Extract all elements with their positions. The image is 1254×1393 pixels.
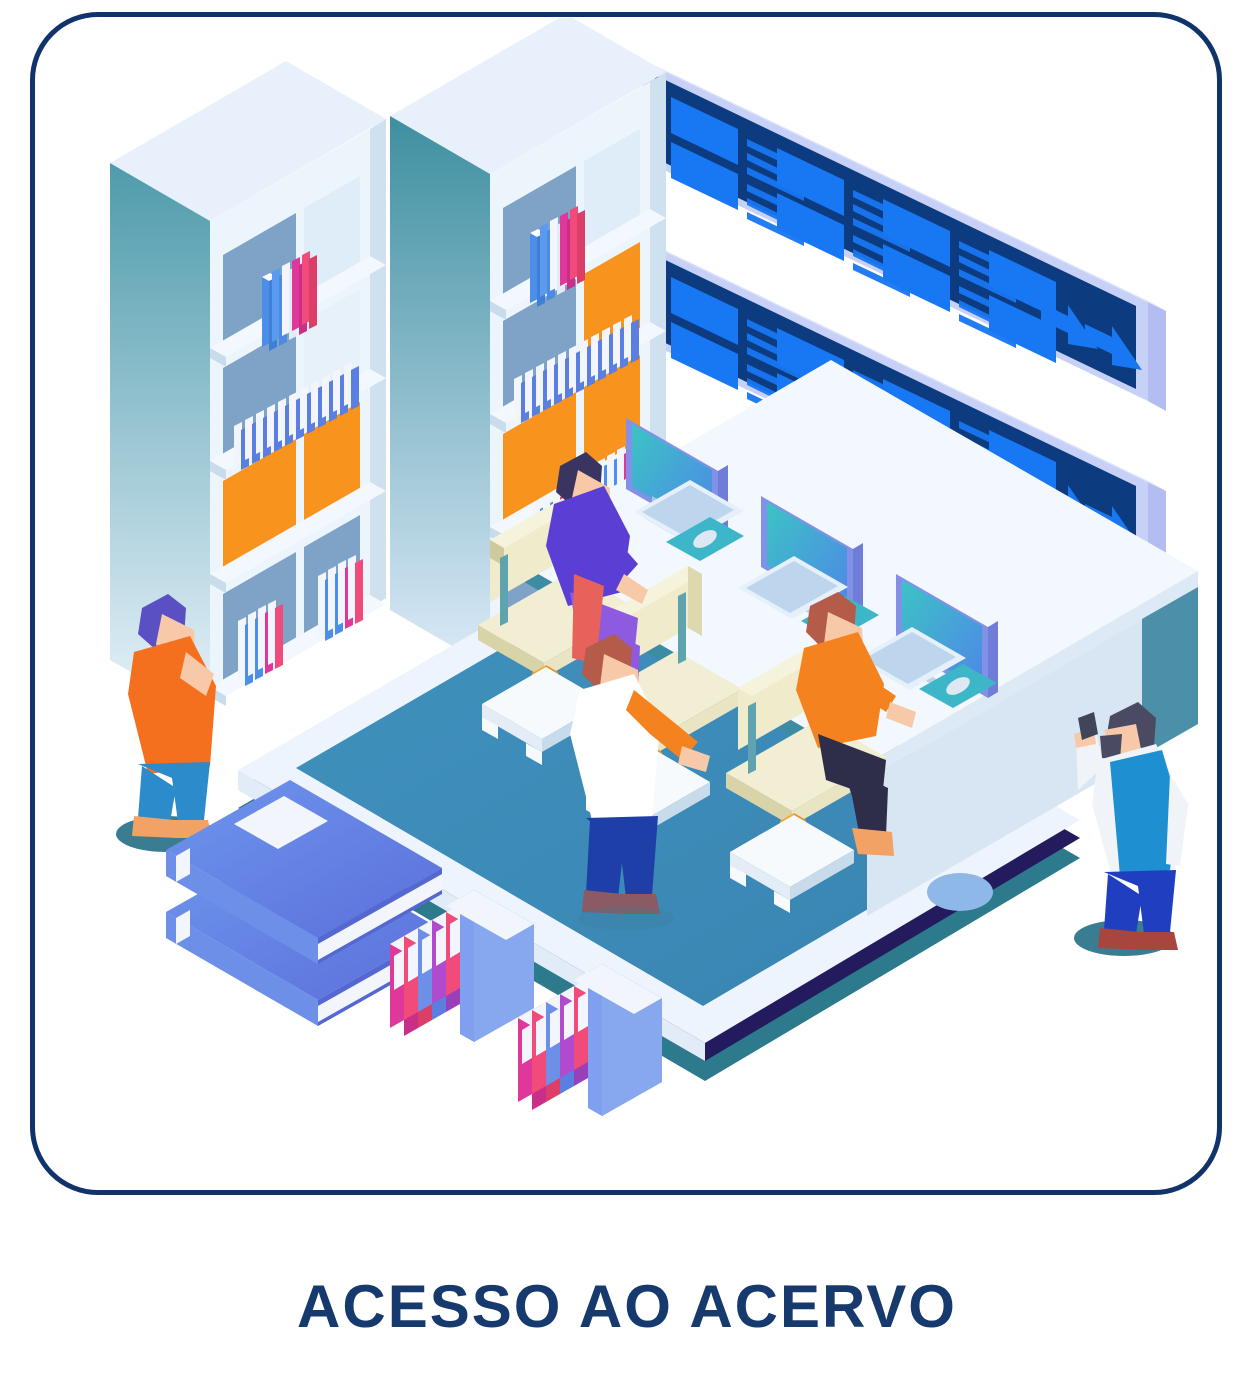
book-group <box>262 251 317 351</box>
person-browsing-shelves <box>116 594 216 852</box>
isometric-library-illustration <box>110 18 1198 1116</box>
bookshelf-left <box>110 61 386 718</box>
person-with-phone <box>1074 702 1188 956</box>
book-group <box>530 206 585 307</box>
person-standing-white-shirt <box>570 634 710 930</box>
keyboard <box>856 627 966 690</box>
keyboard <box>634 480 744 543</box>
illustration-container <box>38 18 1216 1190</box>
book-stack <box>166 780 442 1026</box>
keyboard <box>738 556 848 619</box>
book-group <box>238 555 363 686</box>
person-seated-purple <box>546 452 648 714</box>
wall-display-panel-top <box>643 60 1166 411</box>
mousepad <box>666 517 744 561</box>
book-row-back <box>390 890 534 1042</box>
person-seated-orange <box>796 592 916 856</box>
page-title: ACESSO AO ACERVO <box>297 1273 957 1340</box>
book-group <box>514 315 639 423</box>
book-group <box>234 362 359 470</box>
mousepad <box>919 664 997 708</box>
book-row-front <box>518 964 662 1116</box>
